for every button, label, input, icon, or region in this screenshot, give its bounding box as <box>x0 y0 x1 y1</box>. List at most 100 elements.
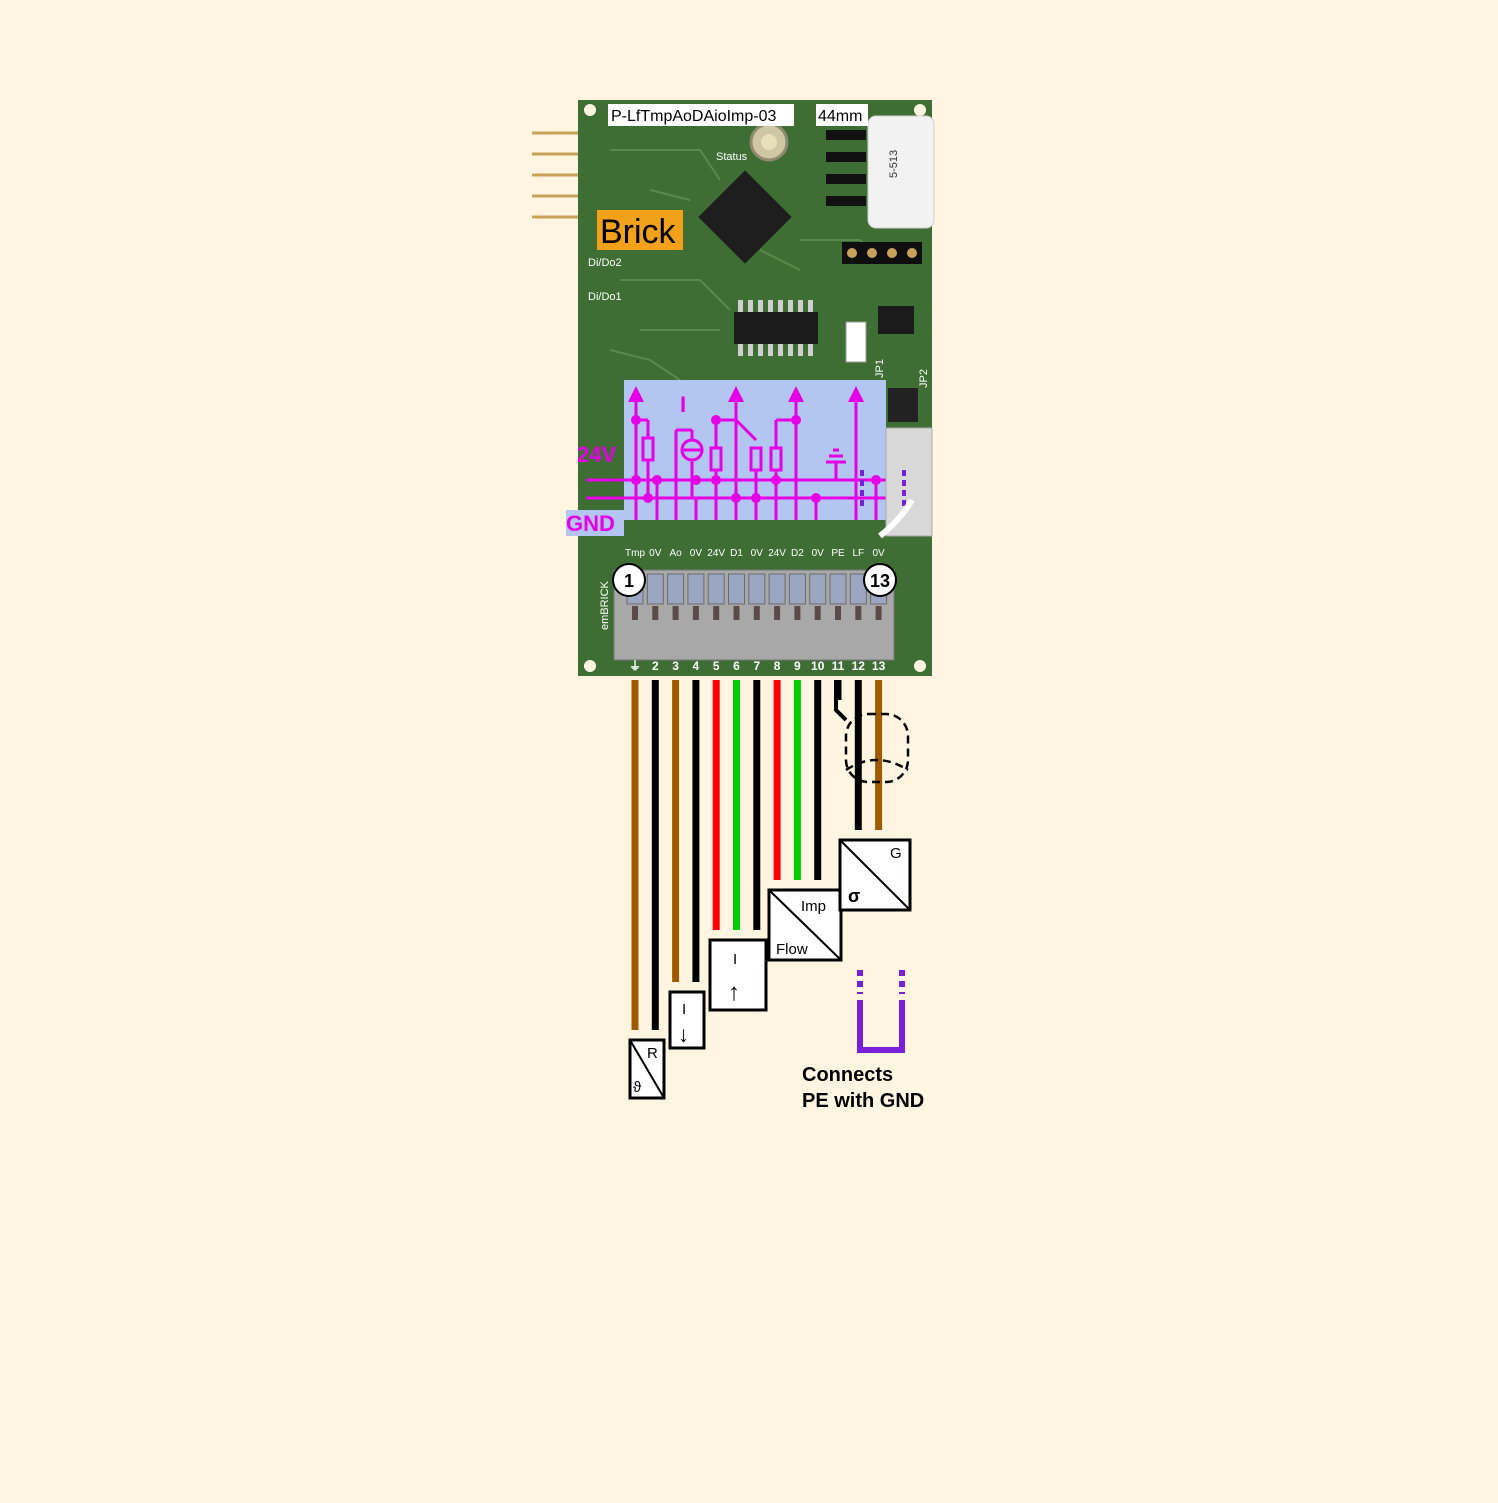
temperature-sensor-diagonal <box>629 1039 665 1099</box>
terminal-last-marker <box>863 563 897 597</box>
shield-curve <box>845 758 909 772</box>
driver-ic <box>734 312 818 344</box>
terminal-signal-label: D2 <box>791 548 804 559</box>
current-input-label: I <box>682 1001 686 1018</box>
flow-sensor-bottom-label: Flow <box>776 941 808 958</box>
mounting-hole <box>584 660 596 672</box>
relay-label: 5-513 <box>888 150 900 178</box>
status-label: Status <box>716 151 748 163</box>
terminal-clamp[interactable] <box>687 573 705 605</box>
terminal-clamp[interactable] <box>748 573 766 605</box>
flow-sensor: Imp Flow <box>767 888 843 962</box>
note-line-2: PE with GND <box>802 1090 924 1112</box>
terminal-signal-label: 0V <box>649 548 662 559</box>
temperature-sensor-top-label: R <box>647 1045 658 1062</box>
conductivity-sensor: G σ <box>838 838 912 912</box>
terminal-number: 13 <box>872 659 886 673</box>
current-input-arrow: ↓ <box>678 1022 689 1047</box>
terminal-screw <box>692 606 699 620</box>
status-led-center <box>761 134 777 150</box>
terminal-clamp[interactable] <box>707 573 725 605</box>
terminal-signal-label: 24V <box>768 548 786 559</box>
wires <box>631 680 883 1030</box>
terminal-screw <box>875 606 882 620</box>
four-pin-connector <box>842 242 922 264</box>
shield-ellipse <box>844 712 910 784</box>
jumper-legend-u <box>857 1000 905 1053</box>
rail-24v-label: 24V <box>577 442 616 467</box>
side-header-right <box>826 130 866 206</box>
terminal-signal-label: D1 <box>730 548 743 559</box>
gnd-label-background <box>566 510 624 536</box>
flow-sensor-top-label: Imp <box>801 898 826 915</box>
terminal-clamp[interactable] <box>829 573 847 605</box>
led-label-dido2: Di/Do2 <box>588 257 622 269</box>
terminal-screw <box>632 606 638 620</box>
terminal-clamp[interactable] <box>728 573 745 605</box>
terminal-label-strip <box>614 544 892 560</box>
terminal-number: 7 <box>753 659 760 673</box>
terminal-clamp[interactable] <box>809 573 827 605</box>
terminal-signal-label: 0V <box>690 548 703 559</box>
terminal-number: 12 <box>852 659 866 673</box>
led-label-dido1: Di/Do1 <box>588 291 622 303</box>
terminal-clamp[interactable] <box>788 573 806 605</box>
terminal-screw <box>774 606 781 620</box>
brick-tag <box>597 210 683 250</box>
pe-gnd-jumper-installed <box>860 427 933 539</box>
terminal-signal-label: PE <box>831 548 845 559</box>
terminal-number: 11 <box>832 659 845 673</box>
board-name: P-LfTmpAoDAioImp-03 <box>611 108 776 125</box>
current-input-sensor: I ↓ <box>668 990 706 1050</box>
current-output-box <box>708 938 768 1012</box>
pe-gnd-jumper-legend: Connects PE with GND <box>802 970 924 1112</box>
terminal-first-marker <box>612 563 646 597</box>
conductivity-sensor-top-label: G <box>890 845 902 862</box>
cable-shield <box>834 680 910 784</box>
jumper-label-jp1: JP1 <box>874 359 886 378</box>
side-brand-text: emBRICK <box>599 580 611 630</box>
relay <box>867 115 935 229</box>
terminal-clamp[interactable] <box>768 573 786 605</box>
terminal-screw <box>713 606 720 620</box>
conductivity-sensor-bottom-label: σ <box>848 886 860 906</box>
terminal-screw <box>753 606 760 620</box>
terminal-number: 6 <box>733 659 740 673</box>
terminal-screw <box>814 606 821 620</box>
mounting-hole <box>914 660 926 672</box>
terminal-number: 8 <box>774 659 781 673</box>
flow-sensor-diagonal <box>768 889 842 961</box>
jumper-label-jp2: JP2 <box>918 369 930 388</box>
current-output-label: I <box>733 951 737 968</box>
terminal-signal-label: Tmp <box>625 548 645 559</box>
note-line-1: Connects <box>802 1064 893 1086</box>
terminal-screw <box>652 606 659 620</box>
board-name-tag <box>608 104 794 126</box>
terminal-screw <box>855 606 862 620</box>
terminal-number: 4 <box>693 659 700 673</box>
terminal-clamp[interactable] <box>646 573 664 605</box>
mounting-hole <box>584 104 596 116</box>
schematic-junctions <box>631 415 881 503</box>
shield-drain <box>834 680 848 722</box>
terminal-number: ⏚ <box>629 659 641 673</box>
current-input-box <box>668 990 706 1050</box>
eeprom-chip <box>878 306 914 334</box>
terminal-signal-label: LF <box>852 548 864 559</box>
jumper-holder <box>885 427 933 537</box>
schematic-overlay: I 24V GND <box>566 380 933 539</box>
terminal-screw <box>794 606 801 620</box>
terminal-clamp[interactable] <box>667 573 685 605</box>
connector-pad <box>907 248 917 258</box>
connector-pad <box>887 248 897 258</box>
terminal-signal-label: 0V <box>751 548 764 559</box>
terminal-number: 10 <box>811 659 825 673</box>
connector-pad <box>847 248 857 258</box>
current-output-sensor: I ↑ <box>708 938 768 1012</box>
terminal-signal-label: 24V <box>707 548 725 559</box>
